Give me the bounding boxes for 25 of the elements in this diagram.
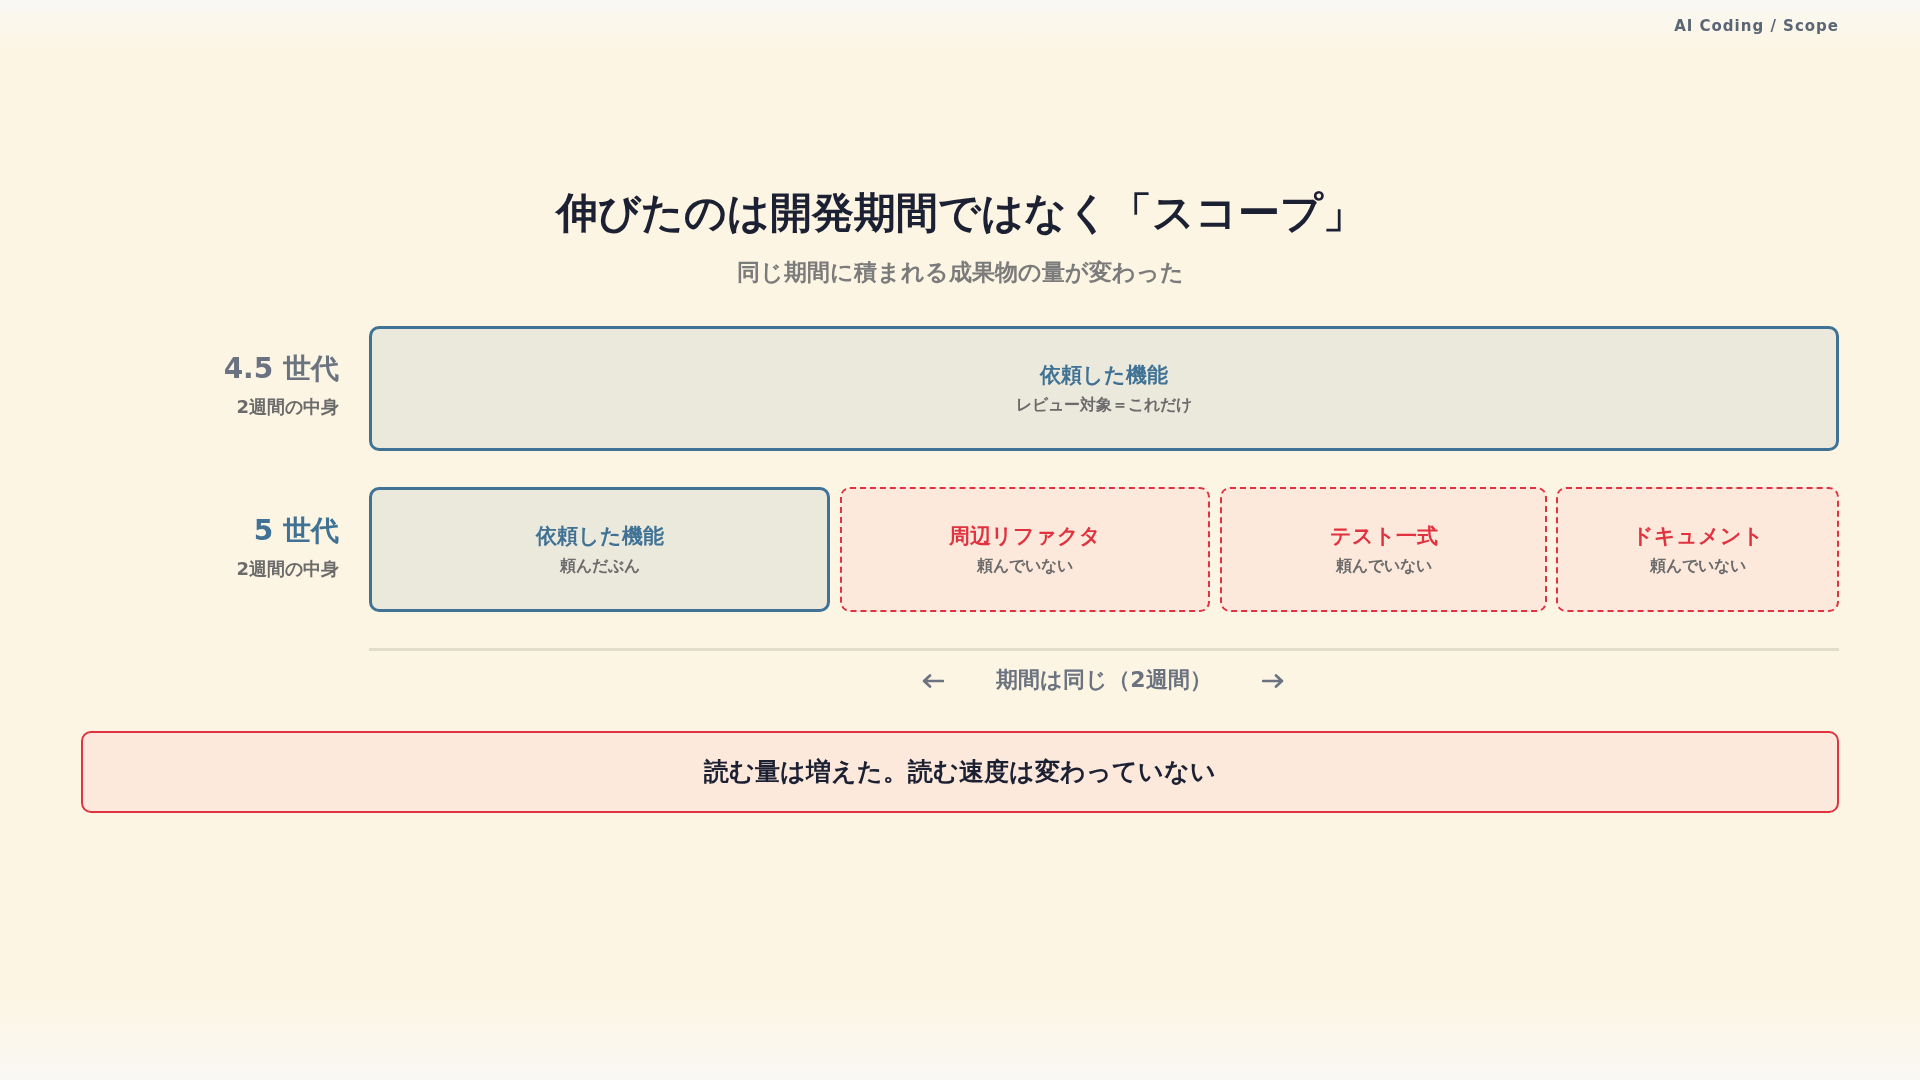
box-heading: テスト一式	[1329, 524, 1438, 550]
row-sublabel: 2週間の中身	[236, 396, 339, 418]
box-heading: ドキュメント	[1631, 524, 1764, 550]
box-heading: 依頼した機能	[1040, 363, 1168, 389]
conclusion-text: 読む量は増えた。読む速度は変わっていない	[704, 757, 1216, 787]
row-label: 4.5 世代	[223, 352, 339, 386]
box-heading: 依頼した機能	[535, 524, 664, 550]
subtitle: 同じ期間に積まれる成果物の量が変わった	[736, 259, 1184, 287]
breadcrumb: AI Coding / Scope	[1674, 17, 1839, 35]
extra-work-box	[1220, 487, 1547, 612]
box-note: 頼んでいない	[977, 555, 1073, 575]
feature-box	[369, 487, 830, 612]
extra-work-box	[1556, 487, 1839, 612]
box-note: 頼んでいない	[1335, 555, 1432, 575]
conclusion-banner	[81, 731, 1839, 813]
box-note: レビュー対象＝これだけ	[1016, 394, 1192, 414]
slide-title: 伸びたのは開発期間ではなく「スコープ」	[555, 188, 1365, 239]
feature-box	[369, 326, 1839, 451]
duration-label: 期間は同じ（2週間）	[996, 667, 1212, 694]
extra-work-box	[840, 487, 1210, 612]
row-label: 5 世代	[253, 514, 339, 548]
box-note: 頼んでいない	[1649, 555, 1746, 575]
box-note: 頼んだぶん	[559, 555, 640, 575]
box-heading: 周辺リファクタ	[949, 524, 1101, 550]
row-sublabel: 2週間の中身	[236, 558, 339, 580]
